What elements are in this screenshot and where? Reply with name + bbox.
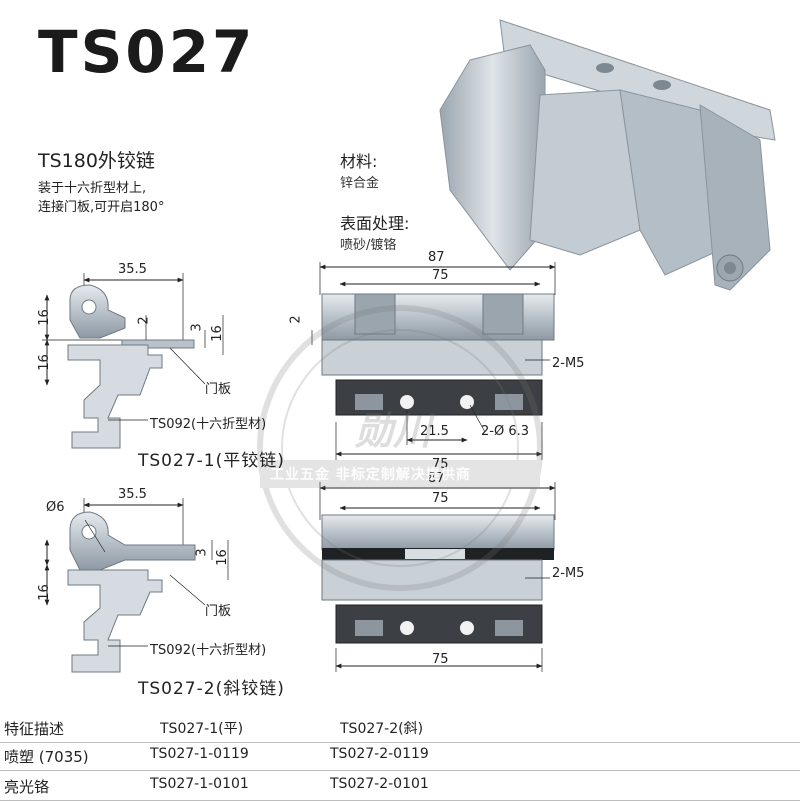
table-cell-code-v1: TS027-1-0101 bbox=[150, 776, 249, 792]
v1-dim-3: 3 bbox=[189, 323, 205, 332]
v1-dim-16-right: 16 bbox=[209, 325, 225, 342]
v1-dim-width: 35.5 bbox=[118, 262, 147, 277]
material-value: 锌合金 bbox=[340, 176, 380, 191]
fv1-dim-75-bottom: 75 bbox=[432, 457, 449, 472]
front-view-2 bbox=[319, 482, 556, 672]
v2-dim-width: 35.5 bbox=[118, 487, 147, 502]
v1-dim-2: 2 bbox=[136, 316, 152, 325]
table-row: 亮光铬 TS027-1-0101 TS027-2-0101 bbox=[0, 770, 800, 801]
v2-dim-hole: Ø6 bbox=[46, 500, 65, 515]
v2-dim-16-left: 16 bbox=[36, 584, 52, 601]
v1-profile-label: TS092(十六折型材) bbox=[150, 417, 267, 432]
table-header-v1: TS027-1(平) bbox=[160, 721, 244, 737]
hinge-3d-render bbox=[439, 19, 776, 291]
v1-door-label: 门板 bbox=[205, 382, 232, 397]
fv1-dim-2: 2 bbox=[288, 315, 304, 324]
watermark-slogan: 工业五金 非标定制解决提供商 bbox=[270, 467, 471, 483]
v1-dim-16-left-lower: 16 bbox=[36, 354, 52, 371]
fv2-dim-75: 75 bbox=[432, 491, 449, 506]
description-line-2: 连接门板,可开启180° bbox=[38, 200, 165, 215]
table-row: 喷塑 (7035) TS027-1-0119 TS027-2-0119 bbox=[0, 740, 800, 771]
product-subtitle: TS180外铰链 bbox=[38, 150, 155, 172]
v2-door-label: 门板 bbox=[205, 604, 232, 619]
fv1-dim-87: 87 bbox=[428, 250, 445, 265]
v2-dim-16-right: 16 bbox=[214, 549, 230, 566]
v1-model-name: TS027-1(平铰链) bbox=[138, 451, 285, 471]
fv2-dim-87: 87 bbox=[428, 471, 445, 486]
fv1-dim-21-5: 21.5 bbox=[420, 424, 449, 439]
finish-label: 表面处理: bbox=[340, 214, 410, 233]
variant1-side-view bbox=[42, 273, 224, 449]
fv2-dim-75-bottom: 75 bbox=[432, 652, 449, 667]
front-view-1 bbox=[311, 262, 556, 460]
table-header-feature: 特征描述 bbox=[4, 720, 65, 738]
table-header-v2: TS027-2(斜) bbox=[340, 721, 424, 737]
fv1-dim-m5: 2-M5 bbox=[552, 356, 585, 371]
v2-dim-3: 3 bbox=[194, 548, 210, 557]
watermark-brand: 勋川 bbox=[355, 409, 432, 453]
material-label: 材料: bbox=[340, 152, 378, 171]
table-cell-code-v2: TS027-2-0119 bbox=[330, 746, 429, 762]
description-line-1: 装于十六折型材上, bbox=[38, 181, 147, 196]
variant2-side-view bbox=[44, 498, 229, 673]
table-cell-code-v2: TS027-2-0101 bbox=[330, 776, 429, 792]
watermark-seal bbox=[257, 305, 543, 591]
fv1-dim-hole: 2-Ø 6.3 bbox=[481, 424, 530, 439]
table-cell-finish: 亮光铬 bbox=[4, 778, 50, 796]
table-header-row: 特征描述 TS027-1(平) TS027-2(斜) bbox=[0, 712, 800, 743]
fv2-dim-m5: 2-M5 bbox=[552, 566, 585, 581]
v2-model-name: TS027-2(斜铰链) bbox=[138, 679, 285, 699]
table-cell-finish: 喷塑 (7035) bbox=[4, 748, 89, 766]
table-cell-code-v1: TS027-1-0119 bbox=[150, 746, 249, 762]
finish-value: 喷砂/镀铬 bbox=[340, 238, 397, 253]
product-title: TS027 bbox=[38, 18, 256, 86]
v1-dim-16-left: 16 bbox=[36, 309, 52, 326]
v2-profile-label: TS092(十六折型材) bbox=[150, 643, 267, 658]
fv1-dim-75: 75 bbox=[432, 268, 449, 283]
